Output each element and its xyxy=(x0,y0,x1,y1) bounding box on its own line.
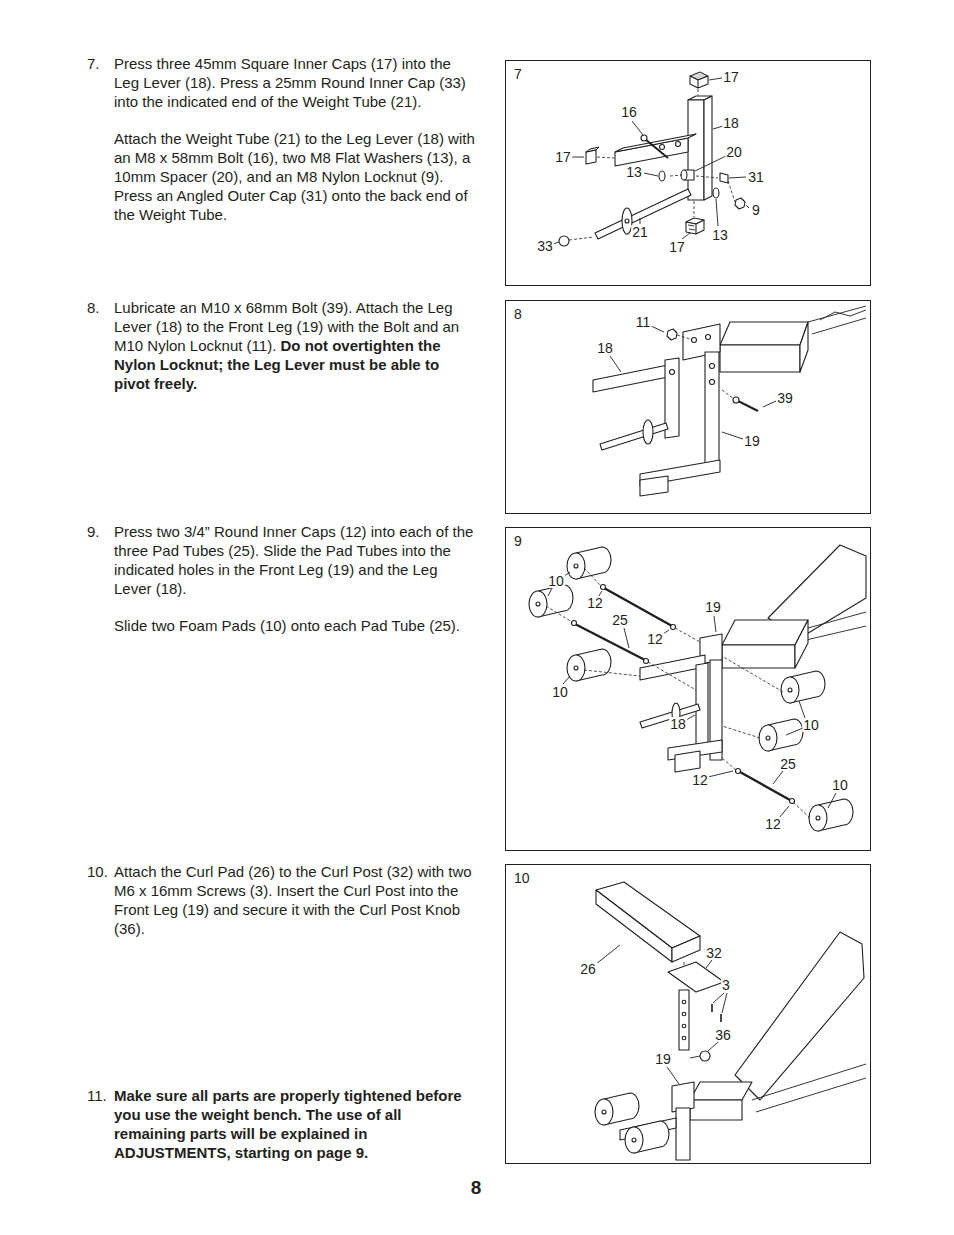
callout-number: 10 xyxy=(551,685,569,699)
callout-number: 12 xyxy=(646,632,664,646)
callout-number: 16 xyxy=(620,105,638,119)
callout-number: 17 xyxy=(668,240,686,254)
step10-figure xyxy=(595,882,866,1160)
callout-number: 32 xyxy=(705,946,723,960)
callout-number: 13 xyxy=(711,228,729,242)
callout-number: 17 xyxy=(554,150,572,164)
callout-number: 36 xyxy=(714,1028,732,1042)
callout-number: 33 xyxy=(536,239,554,253)
callout-number: 19 xyxy=(743,434,761,448)
callout-number: 17 xyxy=(722,70,740,84)
callout-number: 21 xyxy=(631,225,649,239)
step7-figure xyxy=(553,72,749,246)
callout-number: 13 xyxy=(625,165,643,179)
page-number: 8 xyxy=(471,1178,482,1198)
callout-number: 19 xyxy=(704,600,722,614)
callout-number: 12 xyxy=(586,596,604,610)
figure-panel: 10 xyxy=(505,864,871,1164)
callout-number: 12 xyxy=(691,773,709,787)
callout-number: 12 xyxy=(764,817,782,831)
instruction-text: Press three 45mm Square Inner Caps (17) … xyxy=(114,54,476,111)
step-number: 8. xyxy=(87,298,100,317)
callout-number: 19 xyxy=(654,1052,672,1066)
callout-number: 26 xyxy=(579,962,597,976)
panel-number: 8 xyxy=(506,301,522,322)
instruction-text: Make sure all parts are properly tighten… xyxy=(114,1086,476,1162)
callout-number: 39 xyxy=(776,391,794,405)
instruction-text: Press two 3/4” Round Inner Caps (12) int… xyxy=(114,522,476,598)
instruction-text: Attach the Weight Tube (21) to the Leg L… xyxy=(114,129,476,224)
callout-number: 10 xyxy=(547,574,565,588)
callout-number: 3 xyxy=(721,978,731,992)
step-paragraph: Lubricate an M10 x 68mm Bolt (39). Attac… xyxy=(114,298,476,393)
step-number: 9. xyxy=(87,522,100,541)
figure-panel: 7 xyxy=(505,60,871,286)
callout-number: 25 xyxy=(779,757,797,771)
callout-number: 9 xyxy=(751,203,761,217)
callout-number: 10 xyxy=(802,718,820,732)
callout-number: 18 xyxy=(669,717,687,731)
callout-number: 11 xyxy=(635,315,652,329)
step9-figure xyxy=(529,545,866,831)
instruction-text: Attach the Curl Pad (26) to the Curl Pos… xyxy=(114,862,476,938)
callout-number: 18 xyxy=(596,341,614,355)
callout-number: 18 xyxy=(722,116,740,130)
step-number: 7. xyxy=(87,54,100,73)
callout-number: 31 xyxy=(747,170,765,184)
callout-number: 25 xyxy=(611,613,629,627)
panel-number: 10 xyxy=(506,865,530,886)
step-number: 10. xyxy=(87,862,108,881)
callout-number: 10 xyxy=(831,778,849,792)
step8-figure xyxy=(593,306,866,496)
figure-panel: 8 xyxy=(505,300,871,514)
panel-number: 9 xyxy=(506,528,522,549)
callout-number: 20 xyxy=(725,145,743,159)
instruction-text: Slide two Foam Pads (10) onto each Pad T… xyxy=(114,616,476,635)
panel-number: 7 xyxy=(506,61,522,82)
step-number: 11. xyxy=(87,1086,107,1105)
